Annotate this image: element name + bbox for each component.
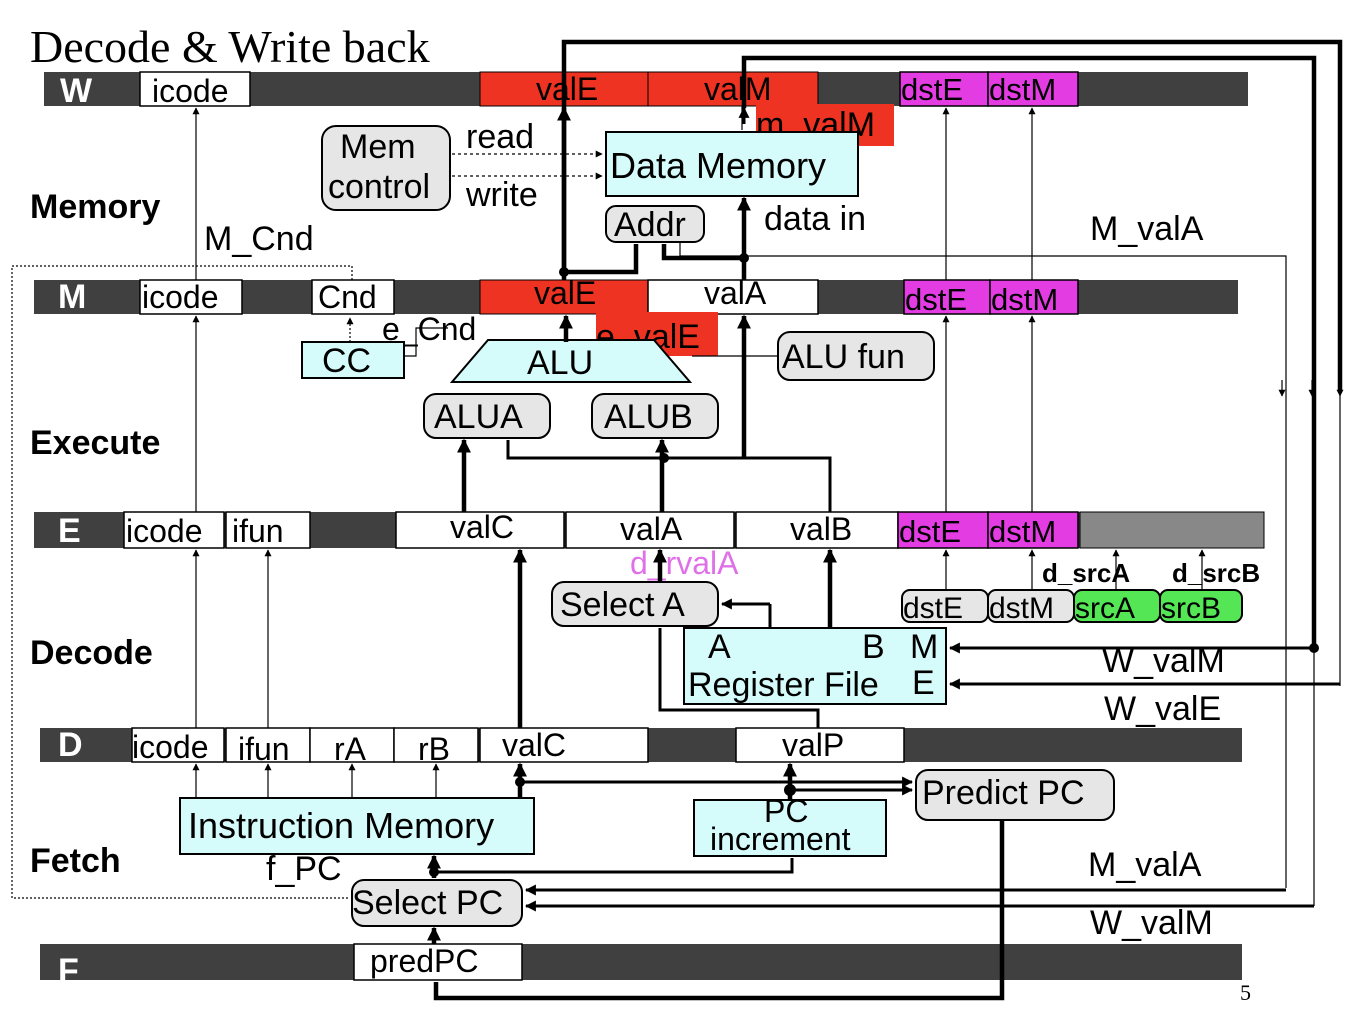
- decode-srcb: srcB: [1161, 592, 1221, 625]
- f-pc-label: f_PC: [266, 850, 342, 888]
- register-file-port-m: M: [910, 628, 938, 666]
- m-cnd-label: M_Cnd: [204, 220, 314, 258]
- register-file-block: A B M Register File E: [683, 627, 947, 705]
- slide-title: Decode & Write back: [30, 21, 430, 72]
- alu-label: ALU: [527, 344, 593, 382]
- page-number: 5: [1240, 980, 1251, 1005]
- mem-control-line2: control: [328, 168, 430, 206]
- pc-increment-block: PC increment: [693, 793, 887, 857]
- addr-block: Addr: [605, 205, 705, 244]
- d-icode: icode: [132, 729, 209, 765]
- cc-label: CC: [322, 342, 371, 380]
- m-vale: valE: [534, 275, 596, 311]
- select-a-label: Select A: [560, 586, 685, 624]
- stage-label-execute: Execute: [30, 424, 160, 462]
- instruction-memory-label: Instruction Memory: [188, 805, 494, 846]
- select-pc-label: Select PC: [352, 884, 503, 922]
- w-dstm: dstM: [989, 72, 1056, 107]
- stage-label-decode: Decode: [30, 634, 153, 672]
- w-vale-label-right: W_valE: [1104, 690, 1221, 728]
- w-register-label: W: [60, 72, 93, 110]
- register-file-port-e: E: [912, 664, 935, 702]
- decode-dstm: dstM: [989, 592, 1054, 625]
- alua-label: ALUA: [434, 398, 523, 436]
- e-icode: icode: [126, 513, 203, 549]
- m-vala-label-bottom: M_valA: [1088, 846, 1202, 884]
- d-ifun: ifun: [238, 731, 290, 767]
- select-pc-block: Select PC: [351, 879, 523, 927]
- m-vala: valA: [704, 275, 767, 311]
- w-valm-label-bottom: W_valM: [1090, 904, 1213, 942]
- d-ra: rA: [334, 731, 367, 767]
- m-dstm: dstM: [991, 282, 1058, 317]
- write-signal-label: write: [465, 176, 538, 214]
- predict-pc-block: Predict PC: [915, 769, 1115, 821]
- d-rb: rB: [418, 731, 450, 767]
- e-vala: valA: [620, 511, 683, 547]
- m-register-label: M: [58, 278, 86, 316]
- cc-block: CC: [301, 341, 405, 380]
- d-valp: valP: [782, 727, 844, 763]
- d-srca-label: d_srcA: [1042, 558, 1130, 588]
- pc-increment-line1: PC: [764, 793, 808, 829]
- d-valc: valC: [502, 727, 566, 763]
- d-register: D icode ifun rA rB valC valP: [40, 726, 1242, 767]
- w-icode: icode: [152, 73, 229, 109]
- data-memory-block: Data Memory: [605, 131, 859, 197]
- read-signal-label: read: [466, 118, 534, 156]
- data-in-label: data in: [764, 200, 866, 238]
- wires: [11, 39, 1344, 1001]
- f-predpc: predPC: [370, 943, 479, 979]
- register-file-port-a: A: [708, 628, 731, 666]
- alu-fun-block: ALU fun: [777, 331, 935, 381]
- alu-block: ALU: [449, 339, 693, 383]
- f-register-label: F: [58, 952, 79, 990]
- e-dstm: dstM: [989, 514, 1056, 549]
- decode-dste: dstE: [903, 592, 963, 625]
- d-srcb-label: d_srcB: [1172, 558, 1260, 588]
- alua-block: ALUA: [423, 393, 551, 439]
- e-register-label: E: [58, 512, 81, 550]
- register-file-title: Register File: [688, 666, 879, 704]
- addr-label: Addr: [614, 206, 686, 244]
- select-a-block: Select A: [551, 581, 719, 627]
- w-vale: valE: [536, 71, 598, 107]
- m-cnd: Cnd: [318, 279, 377, 315]
- mem-control-block: Mem control: [321, 125, 451, 211]
- alub-block: ALUB: [591, 393, 719, 439]
- m-icode: icode: [142, 279, 219, 315]
- stage-label-fetch: Fetch: [30, 842, 121, 880]
- register-file-port-b: B: [862, 628, 885, 666]
- pc-increment-line2: increment: [710, 821, 851, 857]
- mem-control-line1: Mem: [340, 128, 416, 166]
- d-rvala-label: d_rvalA: [630, 545, 739, 581]
- e-register: E icode ifun valC valA valB dstE dstM: [34, 509, 1265, 550]
- stage-label-memory: Memory: [30, 188, 160, 226]
- decode-dst-src-pills: dstE dstM srcA srcB: [901, 589, 1243, 625]
- e-valc: valC: [450, 509, 514, 545]
- w-valm: valM: [704, 71, 772, 107]
- m-vala-label-top: M_valA: [1090, 210, 1204, 248]
- predict-pc-label: Predict PC: [922, 774, 1085, 812]
- alu-fun-label: ALU fun: [782, 338, 905, 376]
- data-memory-label: Data Memory: [610, 145, 826, 186]
- f-register: F predPC: [40, 943, 1242, 990]
- w-dste: dstE: [901, 72, 963, 107]
- instruction-memory-block: Instruction Memory: [179, 797, 535, 855]
- e-valb: valB: [790, 511, 852, 547]
- d-register-label: D: [58, 726, 83, 764]
- decode-srca: srcA: [1075, 592, 1135, 625]
- m-register: M icode Cnd valE valA dstE dstM: [34, 275, 1238, 317]
- e-dste: dstE: [899, 514, 961, 549]
- m-dste: dstE: [905, 282, 967, 317]
- e-ifun: ifun: [232, 513, 284, 549]
- alub-label: ALUB: [604, 398, 693, 436]
- w-register: W icode valE valM dstE dstM: [44, 71, 1248, 110]
